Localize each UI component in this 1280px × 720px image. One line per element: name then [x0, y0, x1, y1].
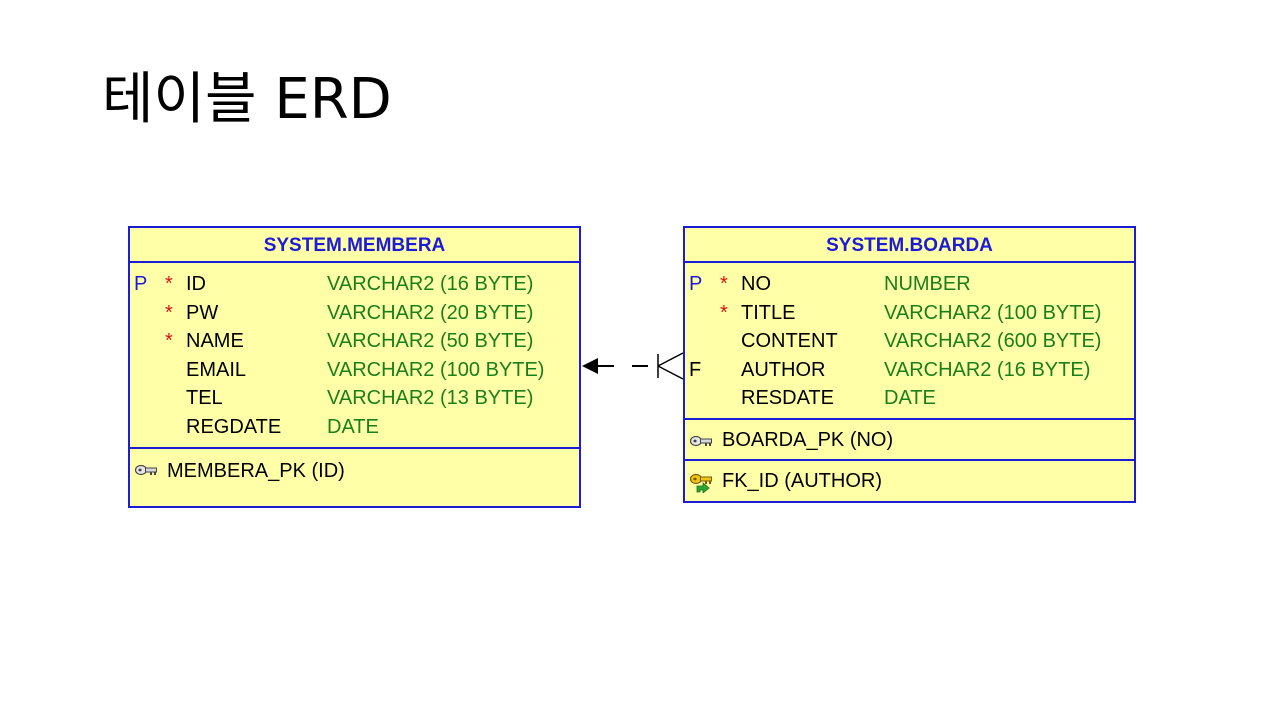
column-type: DATE: [884, 387, 936, 410]
column-type: VARCHAR2 (50 BYTE): [327, 330, 534, 353]
column-name: NAME: [186, 330, 244, 353]
crows-foot-icon: [657, 352, 684, 380]
column-row[interactable]: CONTENT VARCHAR2 (600 BYTE): [685, 327, 1134, 356]
column-row[interactable]: P * ID VARCHAR2 (16 BYTE): [130, 270, 579, 299]
column-list: P * NO NUMBER * TITLE VARCHAR2 (100 BYTE…: [685, 263, 1134, 418]
column-name: ID: [186, 273, 206, 295]
primary-key-marker: P: [689, 273, 703, 295]
column-name: EMAIL: [186, 358, 247, 381]
entity-title: SYSTEM.BOARDA: [685, 228, 1134, 263]
column-row[interactable]: * NAME VARCHAR2 (50 BYTE): [130, 327, 579, 356]
arrowhead-icon: [582, 358, 598, 374]
column-row[interactable]: TEL VARCHAR2 (13 BYTE): [130, 384, 579, 413]
required-marker: *: [720, 273, 728, 295]
column-name: RESDATE: [741, 387, 834, 410]
column-row[interactable]: * TITLE VARCHAR2 (100 BYTE): [685, 299, 1134, 328]
column-type: VARCHAR2 (100 BYTE): [884, 301, 1102, 324]
key-icon: [134, 464, 157, 475]
column-name: CONTENT: [741, 330, 838, 353]
entity-title: SYSTEM.MEMBERA: [130, 228, 579, 263]
key-icon: [689, 435, 712, 447]
foreign-key-icon: [689, 473, 712, 493]
column-type: DATE: [327, 415, 379, 438]
column-type: VARCHAR2 (16 BYTE): [884, 358, 1091, 381]
foreign-key-section[interactable]: FK_ID (AUTHOR): [685, 458, 1134, 500]
column-name: REGDATE: [186, 415, 282, 438]
primary-key-label: BOARDA_PK (NO): [722, 428, 894, 451]
required-marker: *: [165, 301, 173, 324]
primary-key-marker: P: [134, 273, 148, 295]
column-name: PW: [186, 301, 219, 324]
primary-key-section[interactable]: BOARDA_PK (NO): [685, 417, 1134, 459]
column-row[interactable]: F AUTHOR VARCHAR2 (16 BYTE): [685, 356, 1134, 385]
column-row[interactable]: REGDATE DATE: [130, 413, 579, 442]
column-type: VARCHAR2 (16 BYTE): [327, 273, 534, 295]
page-title: 테이블 ERD: [102, 67, 392, 132]
column-row[interactable]: EMAIL VARCHAR2 (100 BYTE): [130, 356, 579, 385]
column-list: P * ID VARCHAR2 (16 BYTE) * PW VARCHAR2 …: [130, 263, 579, 447]
required-marker: *: [165, 330, 173, 353]
foreign-key-marker: F: [689, 358, 702, 381]
column-row[interactable]: RESDATE DATE: [685, 384, 1134, 413]
foreign-key-label: FK_ID (AUTHOR): [722, 469, 882, 492]
column-row[interactable]: * PW VARCHAR2 (20 BYTE): [130, 299, 579, 328]
column-row[interactable]: P * NO NUMBER: [685, 270, 1134, 299]
column-name: TEL: [186, 387, 223, 410]
column-type: VARCHAR2 (600 BYTE): [884, 330, 1102, 353]
column-name: AUTHOR: [741, 358, 826, 381]
primary-key-label: MEMBERA_PK (ID): [167, 459, 345, 482]
column-name: NO: [741, 273, 771, 295]
entity-membera[interactable]: SYSTEM.MEMBERA P * ID VARCHAR2 (16 BYTE)…: [128, 226, 581, 508]
required-marker: *: [165, 273, 173, 295]
primary-key-section[interactable]: MEMBERA_PK (ID): [130, 446, 579, 507]
column-type: VARCHAR2 (13 BYTE): [327, 387, 534, 410]
required-marker: *: [720, 301, 728, 324]
column-type: VARCHAR2 (100 BYTE): [327, 358, 545, 381]
column-type: NUMBER: [884, 273, 971, 295]
entity-boarda[interactable]: SYSTEM.BOARDA P * NO NUMBER * TITLE VARC…: [683, 226, 1136, 503]
column-name: TITLE: [741, 301, 796, 324]
column-type: VARCHAR2 (20 BYTE): [327, 301, 534, 324]
